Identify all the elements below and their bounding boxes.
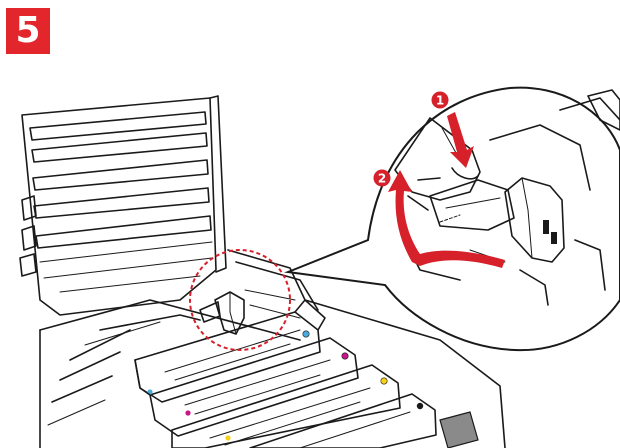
magenta-dot — [341, 352, 349, 360]
callout-marker-2: 2 — [373, 169, 391, 187]
toner-cartridge-cyan — [134, 311, 321, 403]
toner-cartridge-magenta — [149, 337, 359, 437]
drum-lever-small — [199, 291, 245, 335]
hand — [394, 117, 481, 201]
callout-2-label: 2 — [378, 172, 386, 186]
toner-cartridges — [134, 299, 437, 448]
cyan-dot — [302, 330, 310, 338]
black-dot — [416, 402, 424, 410]
callout-1-circle — [431, 91, 449, 109]
printer-body — [19, 95, 506, 448]
arrow-curved — [388, 170, 505, 268]
callout-1-label: 1 — [436, 94, 444, 108]
callout-2-circle — [373, 169, 391, 187]
orange-lever — [504, 177, 565, 263]
arrow-down — [447, 112, 474, 168]
release-tab — [429, 179, 515, 231]
toner-cartridge-yellow — [171, 364, 401, 448]
step-number-badge: 5 — [6, 8, 50, 54]
toner-cartridge-black — [249, 393, 437, 448]
focus-circle — [189, 249, 291, 351]
zoom-callout — [284, 86, 620, 352]
callout-marker-1: 1 — [431, 91, 449, 109]
yellow-dot — [380, 377, 388, 385]
